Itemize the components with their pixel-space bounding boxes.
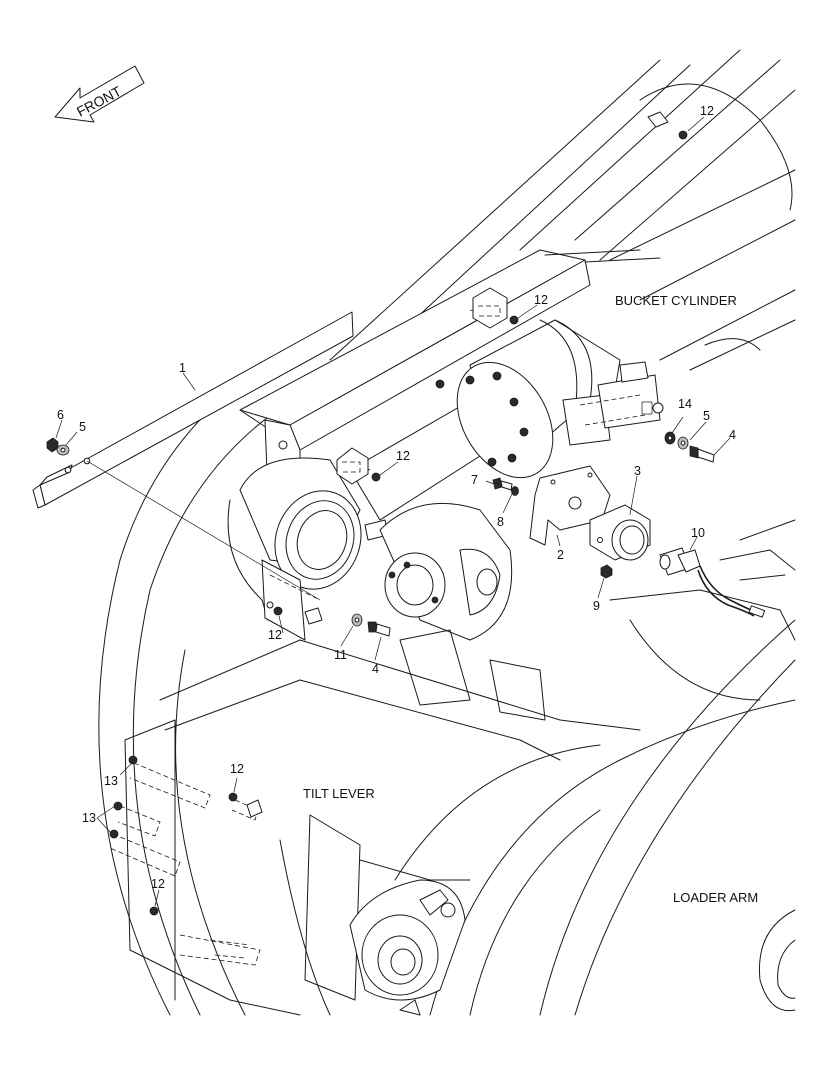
washer-icon — [56, 444, 70, 456]
callout-4: 4 — [729, 428, 736, 442]
callout-4: 4 — [372, 662, 379, 676]
callout-5: 5 — [703, 409, 710, 423]
mount-plate-part-2 — [529, 465, 611, 546]
bracket-bar-part-1 — [32, 311, 354, 601]
washer-icon — [351, 613, 363, 627]
bucket-cylinder — [349, 319, 664, 521]
label-tilt-lever: TILT LEVER — [303, 786, 375, 801]
component-labels: BUCKET CYLINDER TILT LEVER LOADER ARM — [303, 293, 758, 905]
flange-bolt-ring — [435, 371, 529, 467]
nut-icon — [600, 564, 613, 579]
callout-8: 8 — [497, 515, 504, 529]
callout-9: 9 — [593, 599, 600, 613]
callout-13: 13 — [82, 811, 96, 825]
callout-1: 1 — [179, 361, 186, 375]
callout-12: 12 — [700, 104, 714, 118]
tilt-lever-structure — [124, 502, 641, 1016]
pivot-boss — [227, 457, 389, 641]
washer-icon — [511, 486, 519, 496]
callout-12: 12 — [396, 449, 410, 463]
label-bucket-cylinder: BUCKET CYLINDER — [615, 293, 737, 308]
bolt-icon — [367, 621, 391, 637]
callout-numbers: 1 2 3 4 4 5 5 6 7 8 9 10 11 12 12 12 12 … — [57, 104, 736, 891]
callout-12: 12 — [268, 628, 282, 642]
sensor-part-10 — [659, 547, 766, 618]
washer-icon — [664, 431, 689, 450]
bolt-icon — [109, 755, 138, 839]
callout-11: 11 — [334, 648, 347, 662]
callout-2: 2 — [557, 548, 564, 562]
leader-lines — [55, 116, 731, 907]
label-loader-arm: LOADER ARM — [673, 890, 758, 905]
bolt-icon — [149, 130, 688, 916]
callout-12: 12 — [151, 877, 165, 891]
bolt-icon — [492, 477, 513, 491]
callout-13: 13 — [104, 774, 118, 788]
callout-10: 10 — [691, 526, 705, 540]
callout-14: 14 — [678, 397, 692, 411]
clip-icon — [246, 607, 323, 818]
hex-cover-plates — [336, 287, 508, 485]
callout-6: 6 — [57, 408, 64, 422]
callout-12: 12 — [534, 293, 548, 307]
callout-7: 7 — [471, 473, 478, 487]
callout-3: 3 — [634, 464, 641, 478]
bolt-icon — [689, 445, 715, 463]
callout-5: 5 — [79, 420, 86, 434]
nut-icon — [46, 437, 59, 453]
front-arrow-icon: FRONT — [54, 65, 145, 123]
sensor-housing-part-3 — [589, 504, 651, 561]
callout-12: 12 — [230, 762, 244, 776]
hardware — [46, 130, 715, 916]
